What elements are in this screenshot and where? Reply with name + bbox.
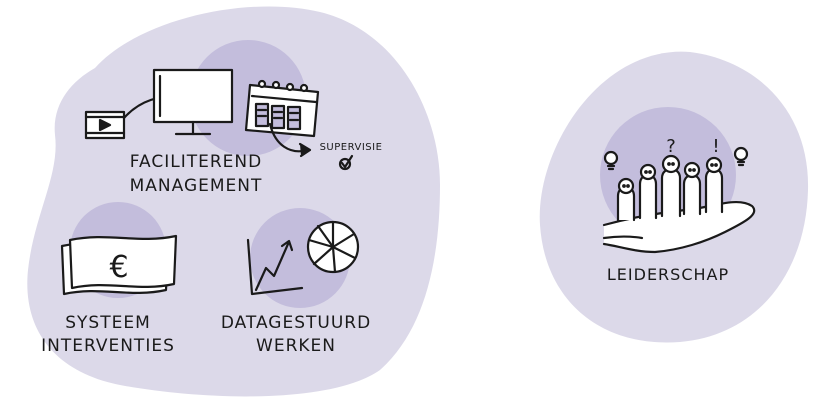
video-film-icon: [84, 110, 126, 140]
calendar-planner-icon: [244, 79, 320, 138]
faciliterend-label-line2: MANAGEMENT: [130, 176, 263, 196]
planner-to-supervisie-arrowhead: [298, 142, 312, 158]
datagestuurd-label-line1: DATAGESTUURD: [221, 313, 371, 333]
leiderschap-label: LEIDERSCHAP: [607, 265, 729, 284]
left-background-blob: [27, 6, 440, 397]
computer-monitor-icon: [152, 68, 234, 136]
lightbulb-icon: [733, 146, 749, 167]
growth-line-chart-icon: [246, 238, 304, 296]
people-group-icon: [616, 154, 724, 222]
systeem-label-line1: SYSTEEM: [65, 313, 151, 333]
systeem-label-line2: INTERVENTIES: [41, 336, 175, 356]
banknote-euro-icon: [60, 234, 178, 296]
supervisie-label: SUPERVISIE: [320, 142, 383, 153]
euro-symbol: €: [109, 250, 128, 285]
faciliterend-label-line1: FACILITEREND: [130, 152, 262, 172]
datagestuurd-label-line2: WERKEN: [256, 336, 336, 356]
question-mark: ?: [666, 136, 676, 157]
exclamation-mark: !: [712, 136, 719, 157]
checkmark-icon: [338, 154, 354, 171]
pie-chart-icon: [306, 220, 360, 274]
lightbulb-icon: [603, 150, 619, 171]
